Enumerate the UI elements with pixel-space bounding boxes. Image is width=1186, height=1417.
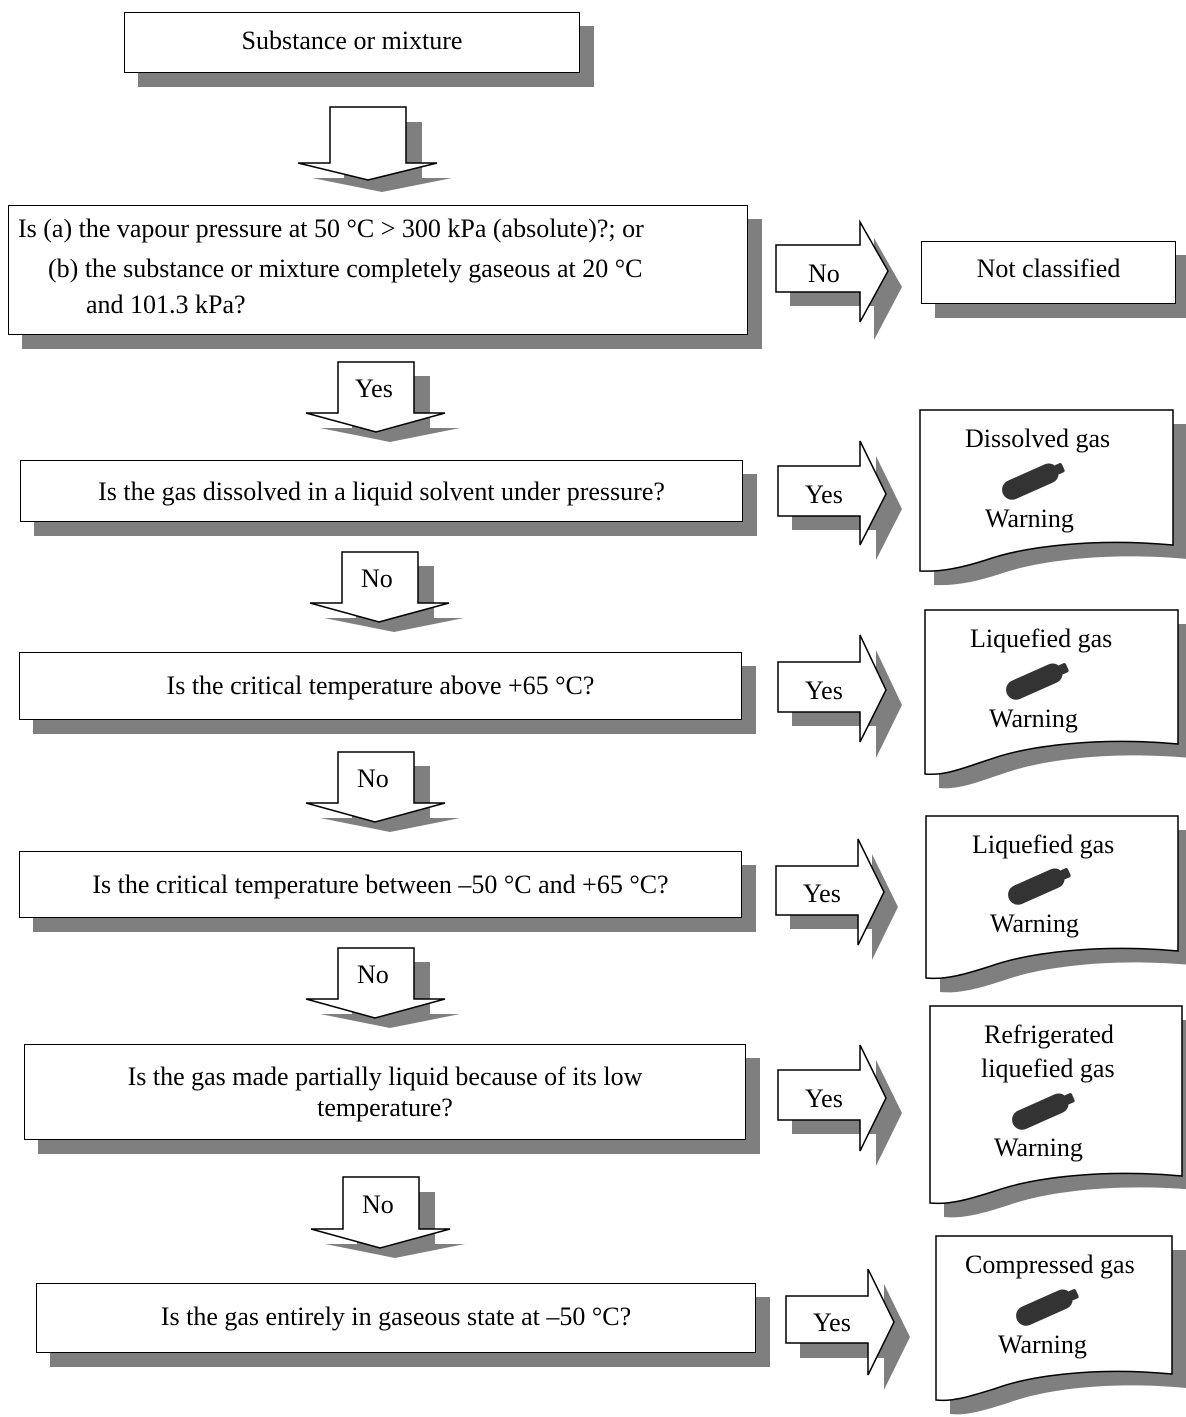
not-classified-label: Not classified (976, 254, 1121, 283)
right-arrow-yes-3 (777, 634, 902, 758)
question-box-6: Is the gas entirely in gaseous state at … (36, 1283, 756, 1353)
right-arrow-5-label: Yes (805, 1084, 843, 1113)
result-5-title: Compressed gas (965, 1250, 1135, 1279)
question-box-2: Is the gas dissolved in a liquid solvent… (20, 460, 743, 522)
right-arrow-yes-6 (785, 1268, 910, 1390)
question-box-3: Is the critical temperature above +65 °C… (19, 652, 742, 720)
right-arrow-yes-5 (777, 1044, 902, 1166)
result-doc-5 (935, 1235, 1186, 1415)
result-3-signal: Warning (990, 909, 1079, 938)
down-arrow-6-label: No (362, 1190, 394, 1219)
result-doc-1 (919, 409, 1186, 586)
question-box-1: Is (a) the vapour pressure at 50 °C > 30… (8, 205, 748, 335)
result-1-title: Dissolved gas (965, 424, 1111, 453)
result-not-classified: Not classified (921, 241, 1176, 304)
down-arrow-2-label: Yes (355, 374, 393, 403)
result-2-signal: Warning (989, 704, 1078, 733)
down-arrow-no-6 (310, 1176, 465, 1258)
right-arrow-no-1 (775, 219, 902, 340)
result-doc-3 (925, 815, 1186, 993)
right-arrow-3-label: Yes (805, 676, 843, 705)
down-arrow-5-label: No (357, 960, 389, 989)
down-arrow-no-4 (305, 751, 460, 832)
question-5-line-1: Is the gas made partially liquid because… (127, 1062, 643, 1091)
right-arrow-1-label: No (808, 259, 840, 288)
question-box-5: Is the gas made partially liquid because… (24, 1044, 746, 1140)
down-arrow-no-5 (305, 947, 460, 1028)
right-arrow-yes-2 (777, 440, 902, 560)
question-1-line-1: Is (a) the vapour pressure at 50 °C > 30… (18, 214, 644, 243)
question-1-line-3: and 101.3 kPa? (86, 290, 246, 319)
down-arrow-4-label: No (357, 764, 389, 793)
right-arrow-6-label: Yes (813, 1308, 851, 1337)
question-4-text: Is the critical temperature between –50 … (92, 870, 669, 899)
question-3-text: Is the critical temperature above +65 °C… (166, 671, 595, 700)
down-arrow-1 (297, 106, 452, 192)
down-arrow-no-3 (309, 551, 464, 632)
down-arrow-3-label: No (361, 564, 393, 593)
right-arrow-2-label: Yes (805, 480, 843, 509)
result-1-signal: Warning (985, 504, 1074, 533)
question-5-line-2: temperature? (317, 1093, 453, 1122)
down-arrow-yes-2 (305, 361, 460, 442)
result-2-title: Liquefied gas (970, 624, 1113, 653)
start-box: Substance or mixture (124, 12, 580, 73)
question-2-text: Is the gas dissolved in a liquid solvent… (98, 477, 665, 506)
result-4-title-line-1: Refrigerated (984, 1020, 1114, 1049)
result-5-signal: Warning (998, 1330, 1087, 1359)
start-label: Substance or mixture (241, 26, 463, 55)
right-arrow-4-label: Yes (803, 879, 841, 908)
question-1-line-2: (b) the substance or mixture completely … (48, 254, 643, 283)
question-box-4: Is the critical temperature between –50 … (19, 851, 742, 918)
result-3-title: Liquefied gas (972, 830, 1115, 859)
result-4-signal: Warning (994, 1133, 1083, 1162)
result-doc-2 (924, 609, 1186, 789)
right-arrow-yes-4 (775, 838, 898, 960)
result-4-title-line-2: liquefied gas (981, 1054, 1115, 1083)
question-6-text: Is the gas entirely in gaseous state at … (160, 1302, 632, 1331)
